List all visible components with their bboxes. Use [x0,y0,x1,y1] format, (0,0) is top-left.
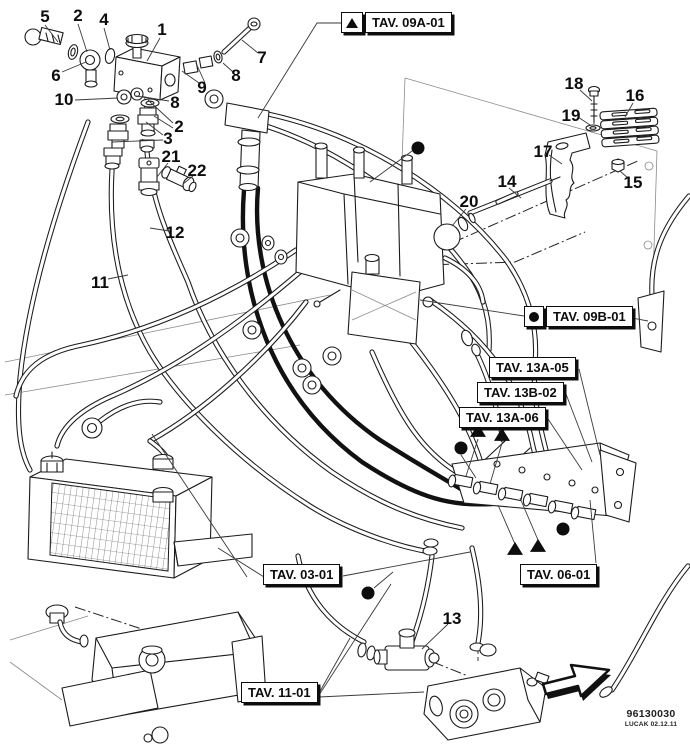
tav-label-text: TAV. 13A-06 [459,407,546,428]
tav-09a-01[interactable]: TAV. 09A-01 [341,12,452,33]
gearbox-housing [9,604,267,744]
callout-22: 22 [187,161,207,180]
dot-marker-icon [454,441,468,455]
direction-arrow-icon [541,663,611,701]
callout-17: 17 [533,142,553,161]
callout-9: 9 [197,78,207,97]
dot-marker-icon [556,522,570,536]
callout-19: 19 [561,106,581,125]
callout-6: 6 [51,66,61,85]
callout-11: 11 [91,273,109,292]
dot-icon [524,306,544,327]
tav-label-text: TAV. 11-01 [241,682,318,703]
triangle-marker-icon [530,538,546,552]
tav-09b-01[interactable]: TAV. 09B-01 [524,306,633,327]
callout-10: 10 [54,90,74,109]
callout-21: 21 [161,147,181,166]
callout-4: 4 [99,10,109,29]
callout-16: 16 [625,86,645,105]
callout-2: 2 [174,117,184,136]
callout-14: 14 [497,172,517,191]
callout-3: 3 [163,129,173,148]
callout-13: 13 [442,609,462,628]
tav-06-01[interactable]: TAV. 06-01 [520,564,598,585]
dot-marker-icon [361,586,375,600]
dot-marker-icon [411,141,425,155]
callout-8: 8 [170,93,180,112]
tav-label-text: TAV. 09B-01 [546,306,633,327]
callout-20: 20 [459,192,479,211]
plate-stack [599,107,660,148]
tav-label-text: TAV. 06-01 [520,564,598,585]
triangle-marker-icon [494,427,510,441]
tav-11-01[interactable]: TAV. 11-01 [241,682,318,703]
callout-8: 8 [231,66,241,85]
callout-15: 15 [623,173,643,192]
tav-label-text: TAV. 03-01 [263,564,341,585]
tav-label-text: TAV. 09A-01 [365,12,452,33]
tav-leader-lines [151,22,649,698]
drawing-code-block: 96130030 LUCAK 02.12.11 [612,708,690,728]
drawing-number: 96130030 [626,708,676,720]
tav-03-01[interactable]: TAV. 03-01 [263,564,341,585]
callout-1: 1 [157,20,167,39]
callout-leader-lines [44,23,634,650]
callout-18: 18 [564,74,584,93]
callout-12: 12 [165,223,185,242]
tee-valve-and-couplers [357,538,613,741]
lever-bracket-parts [433,85,665,353]
drawing-revision: LUCAK 02.12.11 [624,721,678,728]
oil-cooler [27,451,253,579]
callout-5: 5 [40,7,50,26]
callout-7: 7 [257,48,267,67]
triangle-icon [341,12,363,33]
tav-13b-02[interactable]: TAV. 13B-02 [477,382,564,403]
top-left-valve-assembly [24,17,261,197]
tav-label-text: TAV. 13B-02 [477,382,564,403]
triangle-marker-icon [507,541,523,555]
tav-13a-06[interactable]: TAV. 13A-06 [459,407,546,428]
callout-2: 2 [73,6,83,25]
tav-13a-05[interactable]: TAV. 13A-05 [489,357,576,378]
tav-label-text: TAV. 13A-05 [489,357,576,378]
